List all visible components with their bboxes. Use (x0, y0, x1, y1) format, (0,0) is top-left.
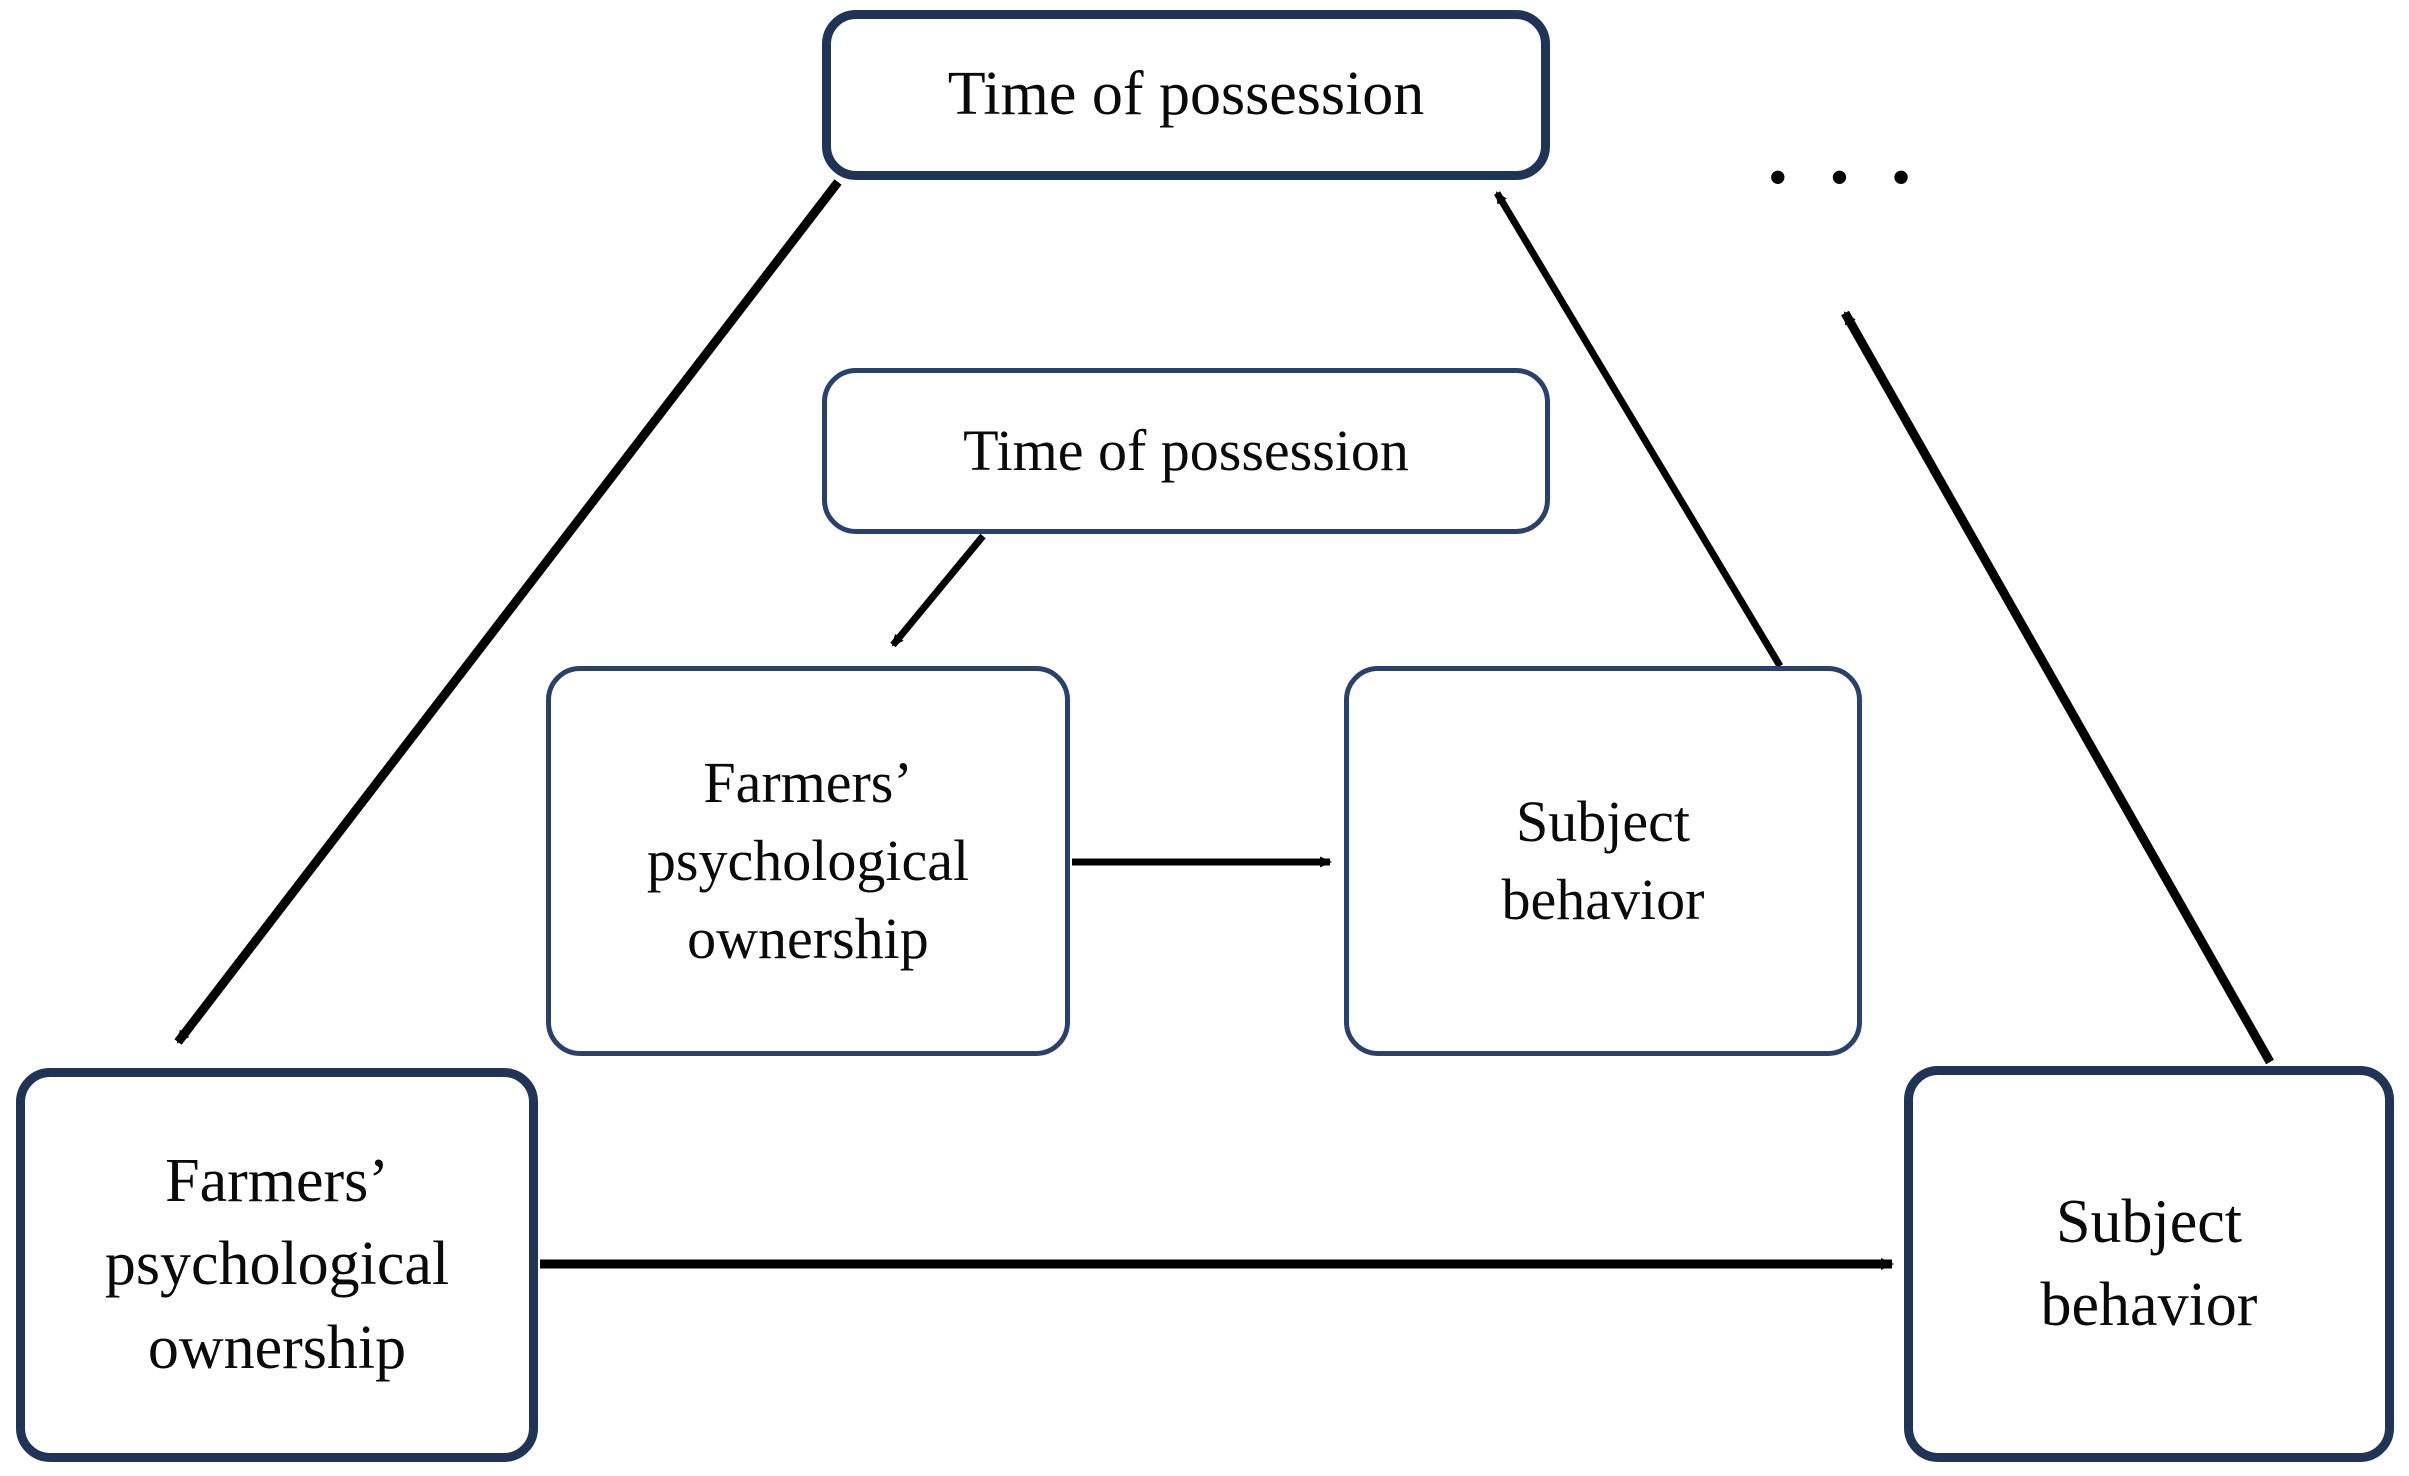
node-inner-subject-behavior[interactable]: Subject behavior (1344, 666, 1862, 1056)
node-inner-subject-behavior-label: Subject behavior (1501, 789, 1705, 932)
node-inner-farmers-psychological-ownership-label: Farmers’ psychological ownership (646, 750, 970, 971)
ellipsis-continuation-marker: • • • (1768, 147, 1925, 209)
node-outer-subject-behavior[interactable]: Subject behavior (1904, 1066, 2394, 1462)
node-inner-time-of-possession-label: Time of possession (963, 418, 1409, 484)
edge-inner-behavior-to-outer-time (1493, 191, 1784, 668)
edge-outer-time-to-outer-ownership (174, 179, 842, 1045)
node-inner-time-of-possession[interactable]: Time of possession (822, 368, 1550, 534)
edge-inner-time-to-inner-ownership (890, 533, 986, 648)
edge-outer-behavior-to-ellipsis (1841, 310, 2274, 1065)
node-inner-farmers-psychological-ownership[interactable]: Farmers’ psychological ownership (546, 666, 1070, 1056)
node-outer-time-of-possession[interactable]: Time of possession (822, 10, 1550, 180)
node-outer-farmers-psychological-ownership[interactable]: Farmers’ psychological ownership (16, 1068, 538, 1462)
node-outer-subject-behavior-label: Subject behavior (2040, 1187, 2258, 1339)
node-outer-time-of-possession-label: Time of possession (947, 60, 1425, 129)
node-outer-farmers-psychological-ownership-label: Farmers’ psychological ownership (104, 1147, 450, 1382)
